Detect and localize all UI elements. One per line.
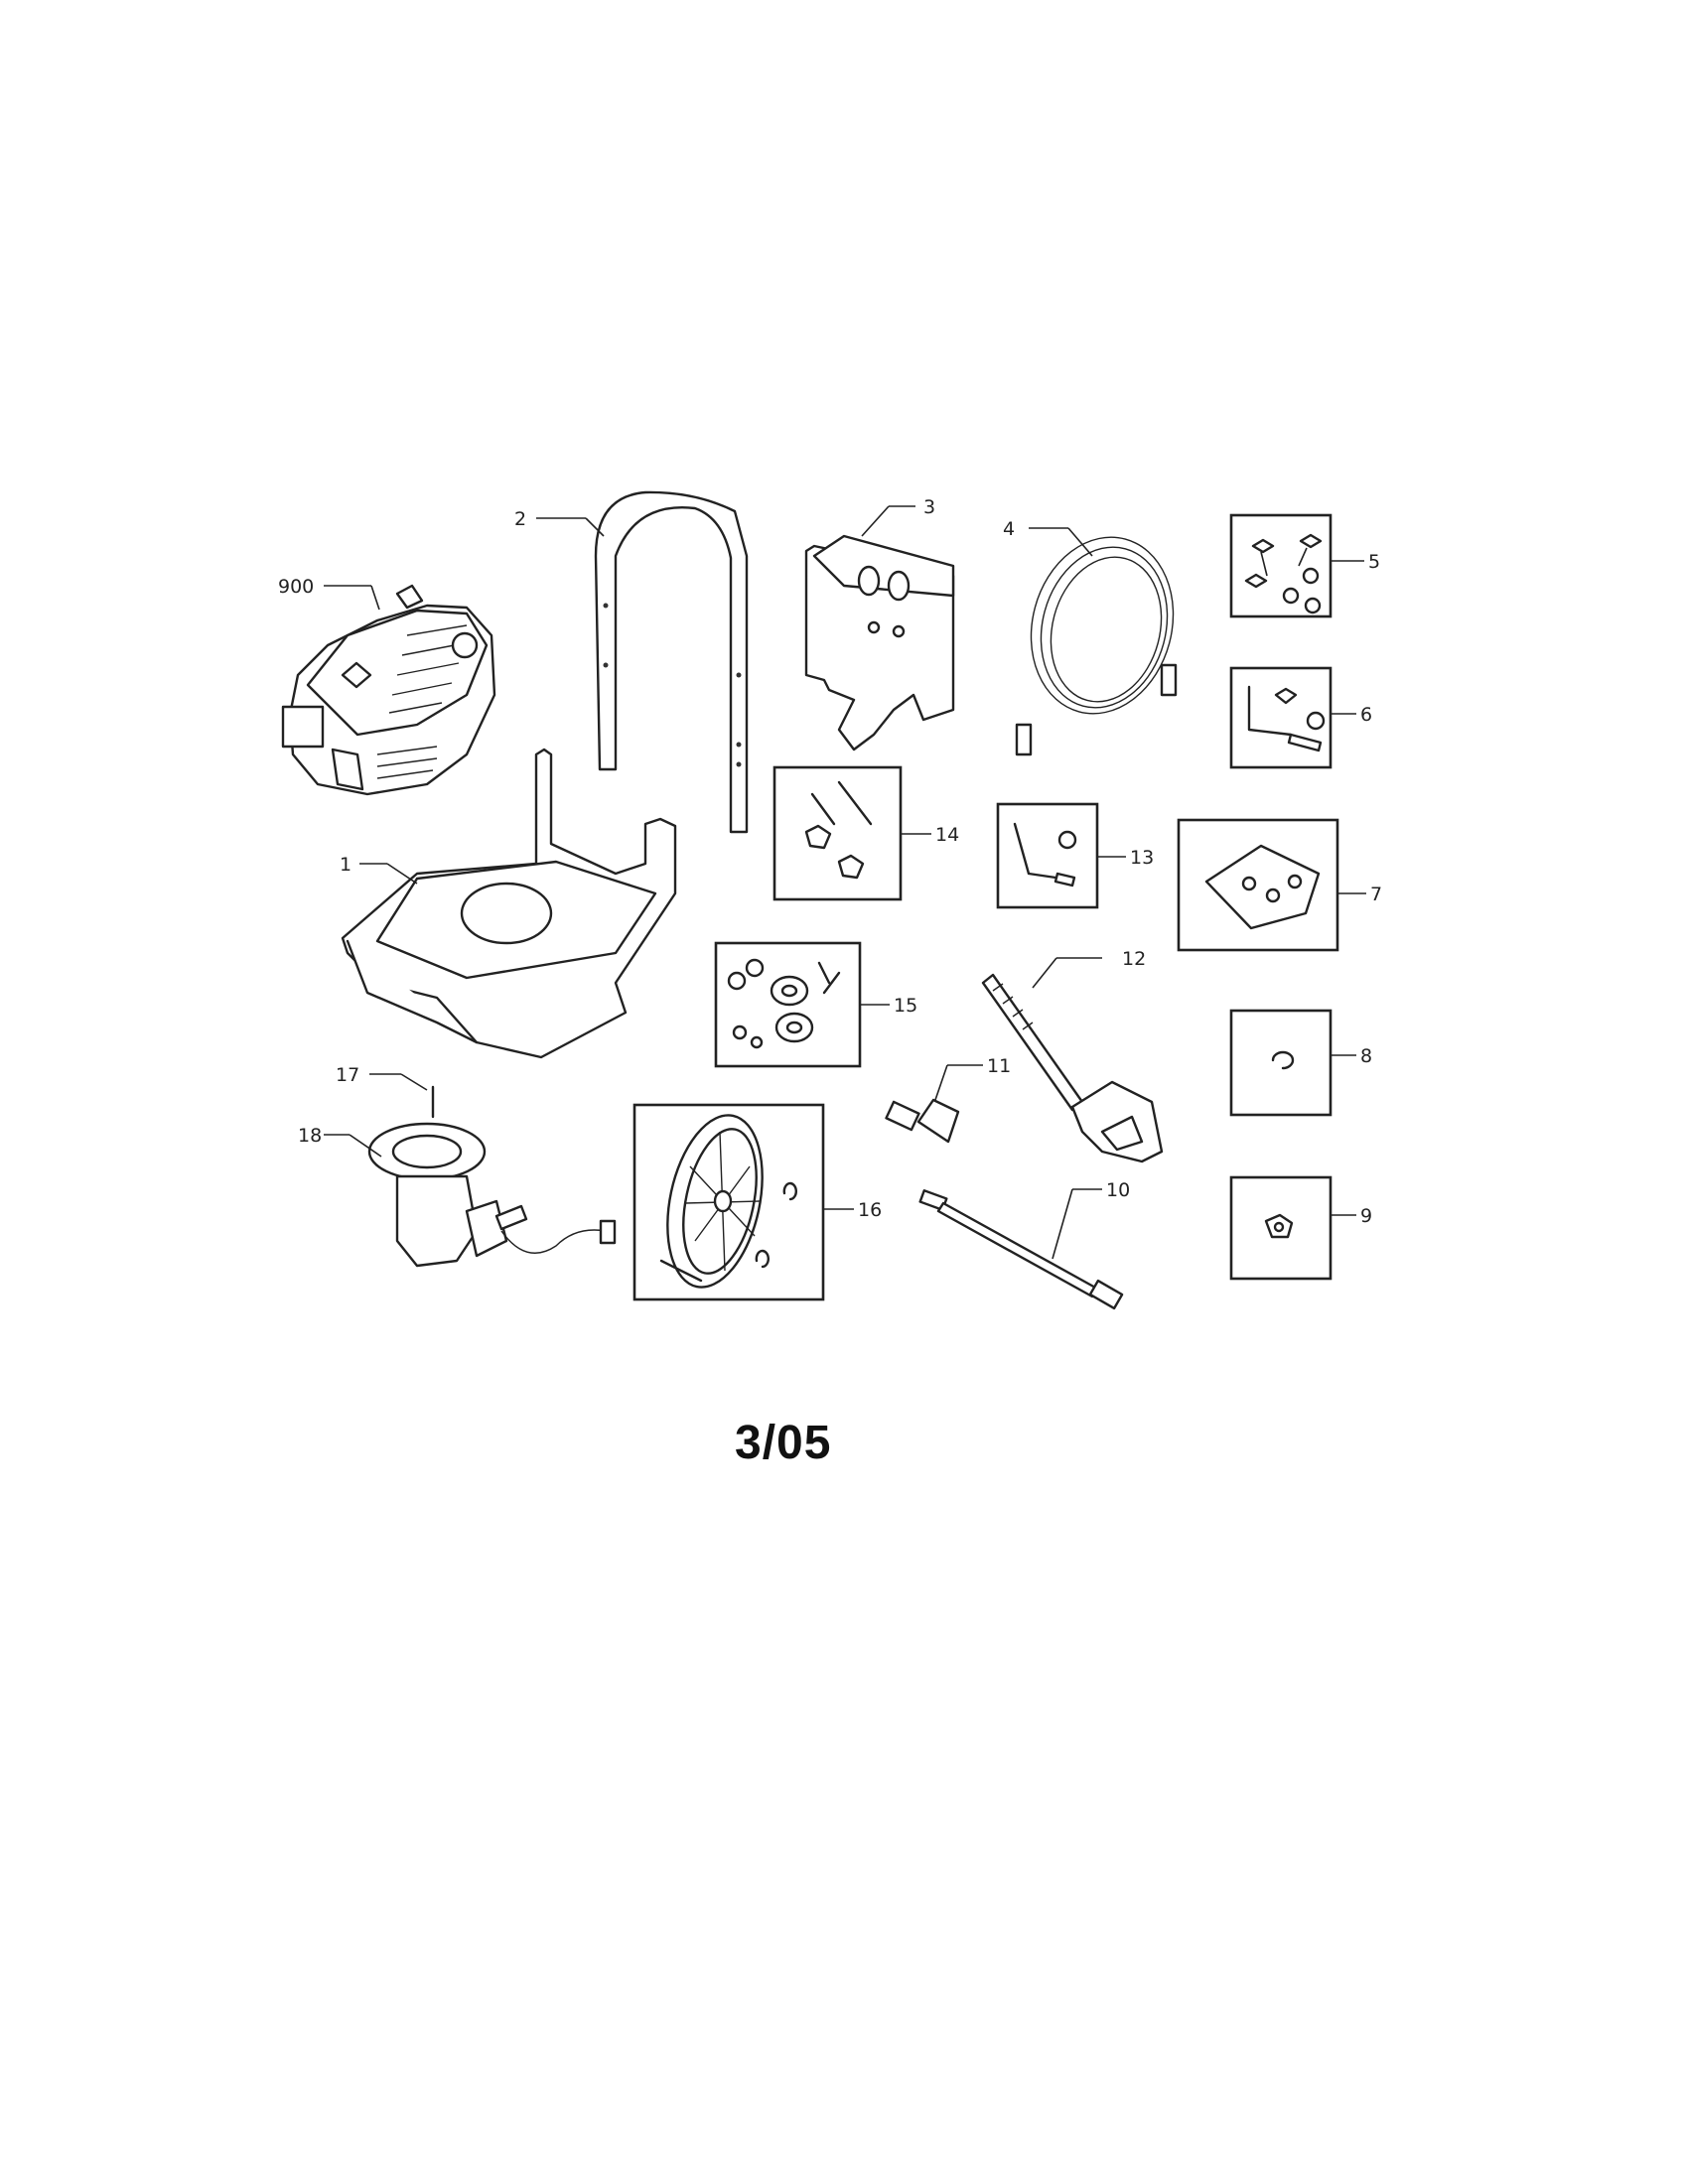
leader-900-b [370,585,380,611]
label-18: 18 [298,1125,322,1147]
label-13: 13 [1130,847,1154,869]
part-11-nozzle [885,1098,960,1144]
part-12-spray-gun [981,973,1164,1163]
label-11: 11 [987,1055,1011,1077]
label-7: 7 [1370,884,1382,905]
label-3: 3 [923,496,935,518]
leader-12-b [1032,957,1057,989]
label-6: 6 [1360,704,1372,726]
label-2: 2 [514,508,526,530]
part-16-wheel [632,1103,825,1301]
label-15: 15 [894,995,917,1017]
label-16: 16 [858,1199,882,1221]
label-17: 17 [336,1064,359,1086]
label-5: 5 [1368,551,1380,573]
part-18-pump [367,1122,617,1268]
part-9-box [1229,1175,1333,1281]
part-14-hardware [772,765,903,901]
part-10-wand [918,1189,1124,1310]
leader-4-b [1067,527,1093,557]
part-900-engine [281,584,496,796]
part-7-hardware-bag [1177,818,1339,952]
label-900: 900 [278,576,314,598]
label-9: 9 [1360,1205,1372,1227]
leader-17-b [400,1073,428,1091]
label-1: 1 [340,854,351,876]
part-13-hardware [996,802,1099,909]
label-14: 14 [935,824,959,846]
label-12: 12 [1122,948,1146,970]
part-15-hardware [714,941,862,1068]
part-8-box [1229,1009,1333,1117]
leader-10-b [1052,1188,1073,1260]
label-8: 8 [1360,1045,1372,1067]
label-4: 4 [1003,518,1015,540]
part-6-hardware [1229,666,1333,769]
revision-date: 3/05 [735,1417,832,1469]
leader-18-b [349,1134,382,1158]
part-5-hardware [1229,513,1333,618]
leader-2-b [585,517,605,537]
leader-11-b [934,1064,948,1101]
leader-1-b [386,863,418,885]
part-4-hose [1015,536,1178,756]
part-3-bracket [804,534,955,751]
part-1-frame [341,748,677,1059]
label-10: 10 [1106,1179,1130,1201]
leader-3-b [861,505,890,537]
part-2-handle [594,490,749,834]
